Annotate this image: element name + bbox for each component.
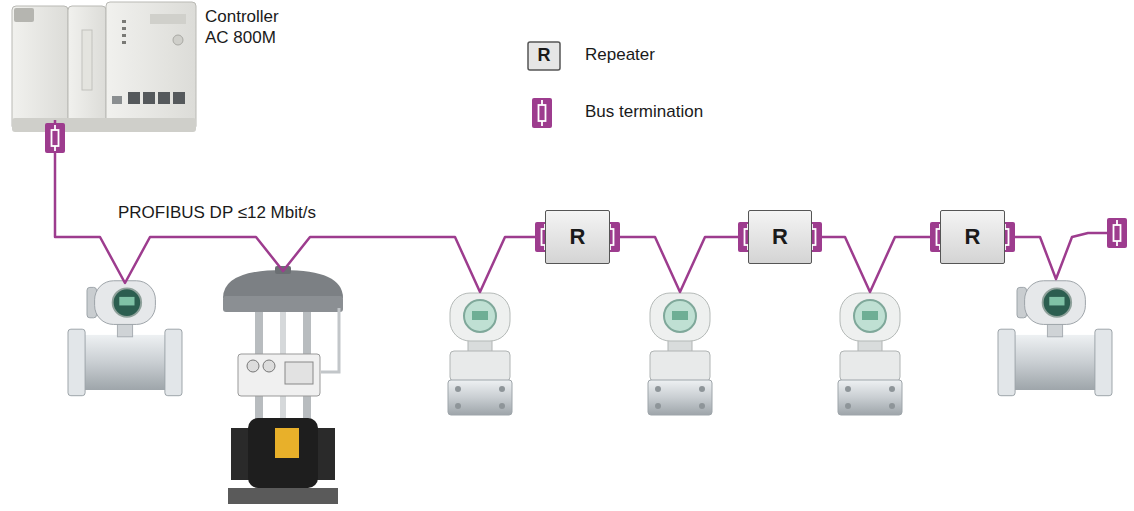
bus-cable — [1005, 233, 1110, 279]
flowmeter-picture — [68, 281, 182, 396]
control-valve-picture — [238, 354, 320, 396]
bus-termination-symbol — [45, 123, 65, 153]
device-name: Controller AC 800M — [205, 6, 301, 49]
pressure-transmitter-picture — [838, 293, 902, 415]
control-valve-picture — [247, 360, 259, 372]
control-valve-picture — [223, 270, 343, 298]
controller-picture — [128, 92, 140, 104]
legend-termination-sample — [532, 98, 552, 128]
controller-picture — [122, 20, 126, 23]
control-valve-picture — [223, 296, 343, 312]
control-valve-picture — [321, 308, 339, 372]
controller-picture — [14, 8, 34, 22]
bus-cable — [812, 237, 940, 292]
controller-picture — [12, 118, 196, 132]
controller-picture — [122, 34, 126, 37]
pressure-transmitter-picture — [648, 293, 712, 415]
bus-cable — [610, 237, 748, 292]
control-valve-picture — [275, 428, 299, 458]
control-valve-picture — [255, 310, 263, 420]
control-valve-picture — [263, 360, 275, 372]
pressure-transmitter-picture — [448, 293, 512, 415]
repeater-box: R — [748, 210, 812, 264]
controller-picture — [12, 6, 68, 130]
repeater-box: R — [545, 210, 610, 264]
repeater-letter: R — [772, 226, 788, 248]
bus-cable — [55, 120, 545, 292]
legend-text: Repeater — [585, 45, 655, 65]
legend-repeater-sample — [528, 42, 560, 70]
bus-label: PROFIBUS DP ≤12 Mbit/s — [118, 203, 316, 223]
control-valve-picture — [317, 428, 335, 480]
control-valve-picture — [248, 418, 318, 488]
control-valve-picture — [280, 310, 286, 420]
legend-text: Bus termination — [585, 102, 703, 122]
legend-repeater-sample — [528, 42, 560, 70]
legend-sample-letter: R — [538, 45, 551, 67]
controller-picture — [12, 2, 196, 132]
control-valve-picture — [223, 266, 343, 504]
controller-picture — [158, 92, 170, 104]
bus-termination-symbol — [1107, 218, 1127, 248]
controller-picture — [106, 2, 196, 130]
controller-picture — [122, 41, 126, 44]
controller-picture — [122, 27, 126, 30]
controller-node: Controller AC 800M — [8, 0, 338, 120]
control-valve-picture — [231, 428, 249, 480]
controller-picture — [173, 35, 183, 45]
control-valve-picture — [285, 362, 313, 384]
controller-picture — [112, 96, 122, 104]
controller-picture — [150, 14, 186, 24]
control-valve-picture — [228, 488, 338, 504]
controller-picture — [143, 92, 155, 104]
controller-picture — [173, 92, 185, 104]
repeater-letter: R — [965, 226, 981, 248]
repeater-box: R — [940, 210, 1005, 264]
control-valve-picture — [275, 266, 291, 274]
controller-picture — [68, 6, 106, 130]
repeater-letter: R — [570, 226, 586, 248]
flowmeter-picture — [998, 281, 1112, 396]
controller-picture — [82, 30, 92, 90]
control-valve-picture — [303, 310, 311, 420]
